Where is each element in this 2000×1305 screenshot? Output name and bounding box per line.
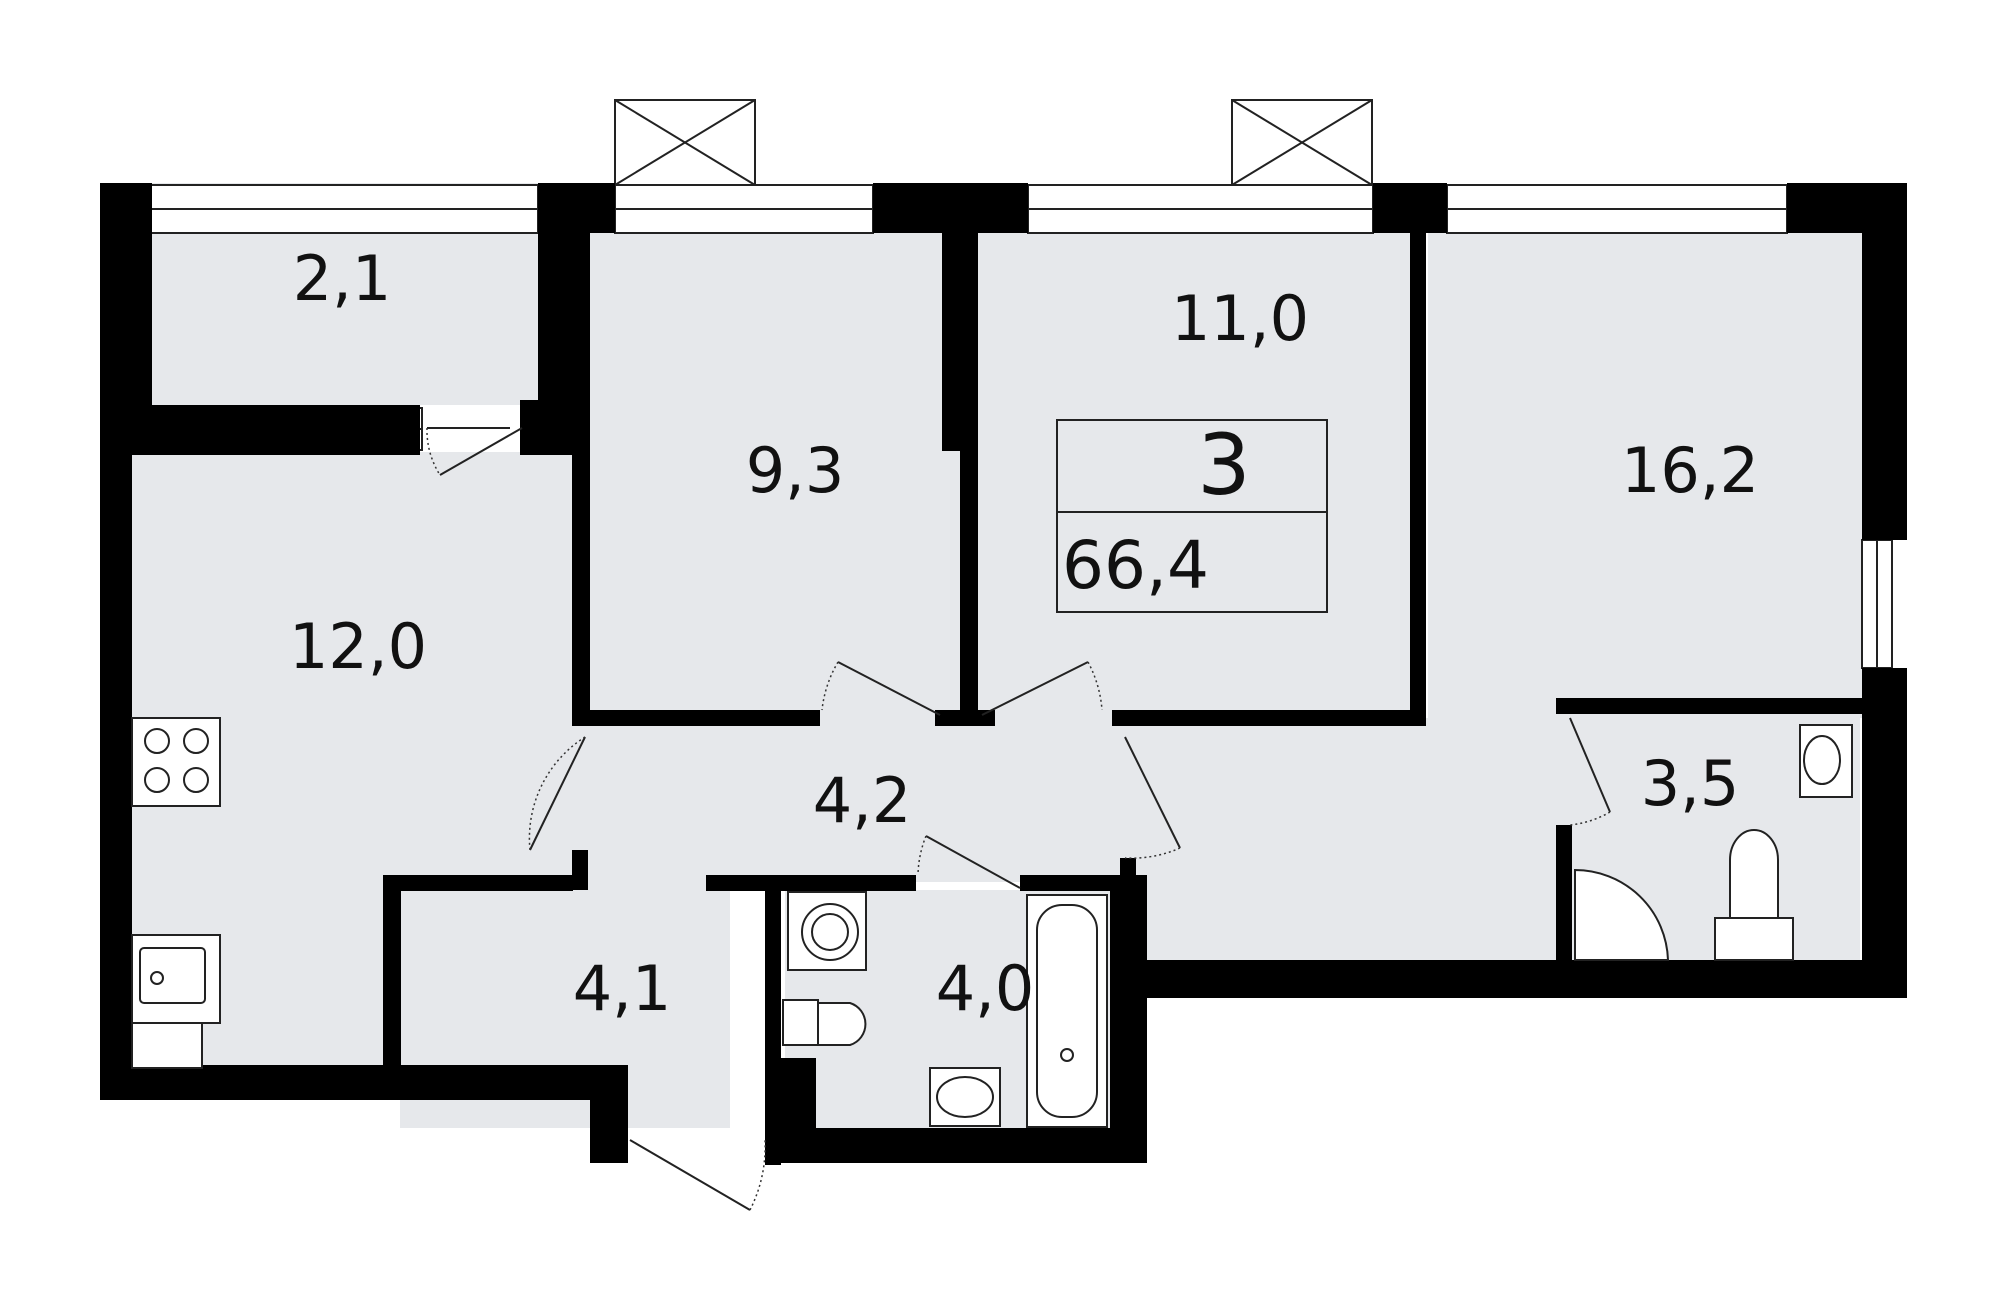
toilet-2-icon [1729,829,1779,919]
toilet-tank-2-icon [1714,917,1794,961]
walls [100,183,1907,1165]
doors [426,427,1611,1211]
living-room-area-label: 16,2 [1621,434,1759,507]
living-room-floor [1428,233,1866,718]
room-labels: 2,1 9,3 11,0 16,2 12,0 4,2 4,1 4,0 3,5 [289,242,1759,1025]
fridge-icon [131,1022,203,1069]
hallway-area-label: 4,1 [573,952,672,1025]
corridor-area-label: 4,2 [813,764,912,837]
bedroom-middle-area-label: 11,0 [1171,282,1309,355]
rooms-count: 3 [1197,416,1250,514]
fixtures [131,717,1853,1128]
bathtub-icon [1026,894,1108,1128]
loggia-area-label: 2,1 [293,242,392,315]
stove-icon [131,717,221,807]
shower-tray-icon [1574,868,1670,961]
bedroom-small-floor [590,233,960,715]
badge-frame [1056,419,1328,613]
total-area: 66,4 [1062,527,1209,604]
shower-room-area-label: 3,5 [1641,747,1740,820]
corridor-floor [572,712,1132,882]
bedroom-small-area-label: 9,3 [746,434,845,507]
windows [149,184,1893,669]
toilet-icon [817,1002,867,1046]
bathroom-area-label: 4,0 [936,952,1035,1025]
toilet-tank-icon [782,999,819,1046]
kitchen-area-label: 12,0 [289,610,427,683]
bedroom-middle-floor [978,233,1418,715]
balcony-vents [614,99,1373,186]
apartment-badge: 3 66,4 [1056,416,1328,613]
